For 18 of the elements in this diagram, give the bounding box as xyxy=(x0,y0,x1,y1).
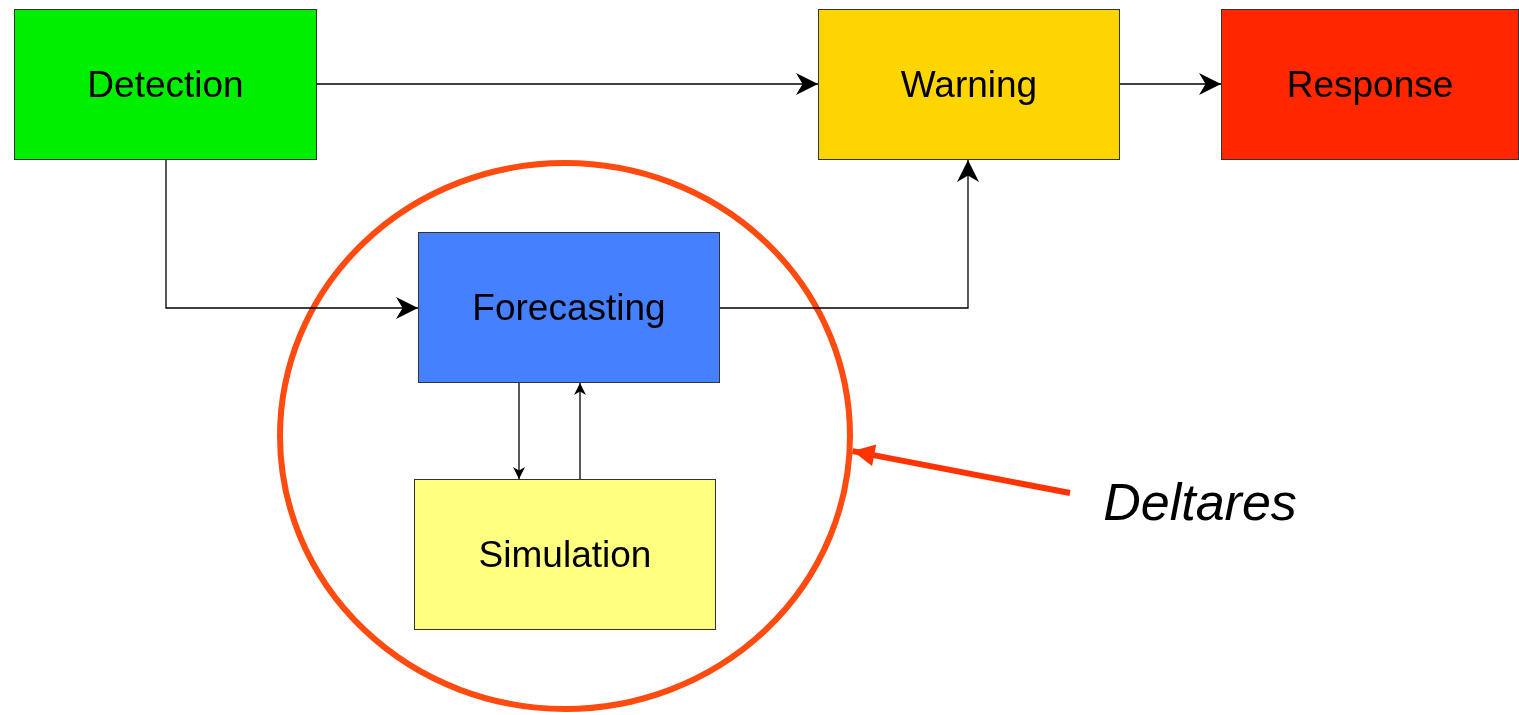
arrow xyxy=(1119,73,1222,95)
box-label: Simulation xyxy=(478,532,652,577)
annotation-text: Deltares xyxy=(1103,472,1297,533)
arrow xyxy=(316,73,819,95)
box-label: Warning xyxy=(900,62,1038,107)
arrow xyxy=(574,382,586,480)
process-box xyxy=(414,479,716,630)
arrow xyxy=(852,444,1071,496)
arrow xyxy=(513,382,525,480)
process-box xyxy=(418,232,720,383)
process-box xyxy=(14,9,317,160)
arrow xyxy=(719,159,979,309)
process-box xyxy=(1221,9,1519,160)
box-label: Detection xyxy=(87,62,244,107)
process-box xyxy=(818,9,1120,160)
box-label: Forecasting xyxy=(472,285,666,330)
box-label: Response xyxy=(1286,62,1454,107)
arrow xyxy=(165,159,419,319)
